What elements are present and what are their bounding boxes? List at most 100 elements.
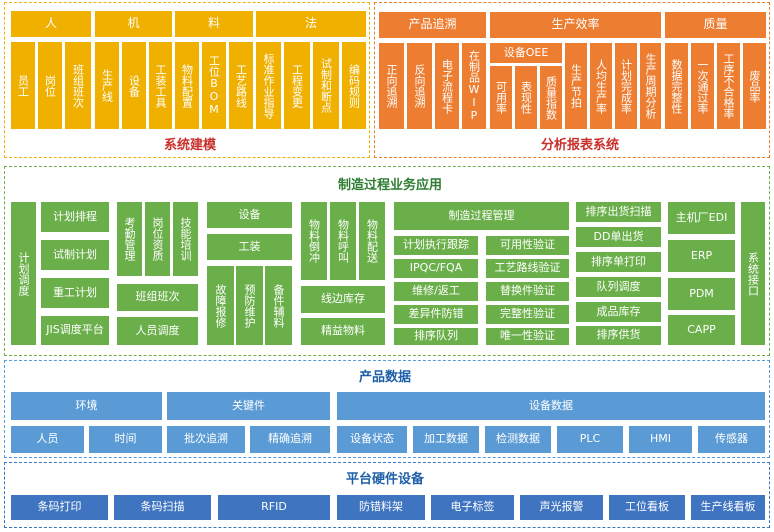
item-biaozhun: 标准作业指导 — [256, 42, 281, 129]
system-modeling-title: 系统建模 — [163, 138, 216, 153]
hw-item: 电子标签 — [431, 495, 514, 520]
item-szjh: 试制计划 — [41, 240, 109, 270]
item-dldd: 队列调度 — [576, 277, 661, 297]
item-jiepai: 生产节拍 — [565, 43, 587, 129]
item-plc: PLC — [557, 426, 623, 453]
item-shengchanxian: 生产线 — [95, 42, 119, 129]
item-shebeishuju: 设备数据 — [337, 392, 765, 420]
hw-item: 条码打印 — [11, 495, 108, 520]
item-gongzhuang: 工装工具 — [149, 42, 172, 129]
item-bjfl: 备件辅料 — [265, 266, 292, 345]
item-zaizhi: 在制品WIP — [462, 43, 486, 129]
header-zhiliang: 质量 — [665, 12, 766, 38]
hw-item: 生产线看板 — [691, 495, 765, 520]
item-wzxyz: 完整性验证 — [486, 305, 569, 324]
item-zlzs: 质量指数 — [540, 66, 562, 129]
item-shijian: 时间 — [89, 426, 162, 453]
header-liao: 料 — [175, 11, 253, 37]
item-jingque: 精确追溯 — [250, 426, 330, 453]
item-renyuan: 人员 — [11, 426, 84, 453]
item-capp: CAPP — [668, 315, 735, 345]
header-chanpin: 产品追溯 — [379, 12, 486, 38]
item-rydd: 人员调度 — [117, 317, 198, 345]
item-xbkc: 线边库存 — [301, 286, 385, 313]
system-modeling-section — [4, 2, 370, 158]
item-zhuangtai: 设备状态 — [337, 426, 407, 453]
item-gongwei: 工位BOM — [202, 42, 226, 129]
product-data-title: 产品数据 — [358, 370, 411, 385]
item-kqgl: 考勤管理 — [117, 202, 142, 276]
manufacturing-section — [4, 166, 770, 356]
item-shebei: 设备 — [122, 42, 146, 129]
report-title: 分析报表系统 — [540, 138, 619, 153]
item-pxgh: 排序供货 — [576, 326, 661, 345]
item-gwzz: 岗位资质 — [145, 202, 170, 276]
item-jiagong: 加工数据 — [413, 426, 479, 453]
item-cpkc: 成品库存 — [576, 302, 661, 322]
report-section — [374, 2, 770, 158]
item-dianzi: 电子流程卡 — [435, 43, 459, 129]
item-xtjk: 系统接口 — [741, 202, 765, 345]
hw-item: 防错料架 — [337, 495, 425, 520]
hw-item: RFID — [218, 495, 330, 520]
item-shebei: 设备 — [207, 202, 292, 228]
item-renjun: 人均生产率 — [590, 43, 612, 129]
item-gongyi: 工艺路线 — [229, 42, 253, 129]
item-biaoxian: 表现性 — [515, 66, 537, 129]
item-ipqc: IPQC/FQA — [394, 259, 478, 278]
item-wlps: 物料配送 — [359, 202, 385, 280]
item-gongzhuang: 工装 — [207, 234, 292, 260]
item-jihua: 计划完成率 — [615, 43, 637, 129]
header-ji: 机 — [95, 11, 172, 37]
item-shizhi: 试制和断点 — [313, 42, 339, 129]
item-gylxyz: 工艺路线验证 — [486, 259, 569, 278]
header-fa: 法 — [256, 11, 366, 37]
item-fanxiang: 反向追溯 — [407, 43, 432, 129]
item-cyjfc: 差异件防错 — [394, 305, 478, 324]
item-pxddy: 排序单打印 — [576, 252, 661, 272]
item-chuanganqi: 传感器 — [698, 426, 765, 453]
item-zhengxiang: 正向追溯 — [379, 43, 404, 129]
header-ren: 人 — [11, 11, 91, 37]
item-pdm: PDM — [668, 278, 735, 310]
item-wldc: 物料倒冲 — [301, 202, 327, 280]
item-jhdd: 计划调度 — [11, 202, 36, 345]
item-buhege: 工序不合格率 — [717, 43, 740, 129]
item-oee: 设备OEE — [490, 43, 562, 63]
product-data-section — [4, 360, 770, 458]
item-kyxyz: 可用性验证 — [486, 236, 569, 255]
item-pxch: 排序出货扫描 — [576, 202, 661, 222]
item-erp: ERP — [668, 240, 735, 272]
item-hmi: HMI — [629, 426, 692, 453]
hw-item: 工位看板 — [609, 495, 685, 520]
item-jis: JIS调度平台 — [41, 316, 109, 345]
item-thjyz: 替换件验证 — [486, 282, 569, 301]
item-pxdl: 排序队列 — [394, 328, 478, 345]
item-wuliao: 物料配置 — [175, 42, 199, 129]
hw-item: 声光报警 — [520, 495, 603, 520]
item-shuju: 数据完整性 — [665, 43, 688, 129]
item-jhpc: 计划排程 — [41, 202, 109, 232]
item-gangwei: 岗位 — [38, 42, 62, 129]
item-yici: 一次通过率 — [691, 43, 714, 129]
item-bianma: 编码规则 — [342, 42, 366, 129]
item-jywl: 精益物料 — [301, 318, 385, 345]
item-bzbc: 班组班次 — [117, 284, 198, 311]
item-ddch: DD单出货 — [576, 227, 661, 247]
item-jnpx: 技能培训 — [173, 202, 198, 276]
hw-item: 条码扫描 — [114, 495, 211, 520]
item-guanjianjian: 关键件 — [167, 392, 330, 420]
item-banzu: 班组班次 — [65, 42, 91, 129]
item-pici: 批次追溯 — [167, 426, 245, 453]
hardware-title: 平台硬件设备 — [345, 472, 424, 487]
item-jiance: 检测数据 — [485, 426, 551, 453]
item-gzbx: 故障报修 — [207, 266, 234, 345]
item-yuangong: 员工 — [11, 42, 35, 129]
item-edi: 主机厂EDI — [668, 202, 735, 234]
hardware-section — [4, 462, 770, 528]
item-wyxyz: 唯一性验证 — [486, 328, 569, 345]
item-keyonglv: 可用率 — [490, 66, 512, 129]
item-zzgc: 制造过程管理 — [394, 202, 569, 230]
item-wlhj: 物料呼叫 — [330, 202, 356, 280]
item-jhzx: 计划执行跟踪 — [394, 236, 478, 255]
